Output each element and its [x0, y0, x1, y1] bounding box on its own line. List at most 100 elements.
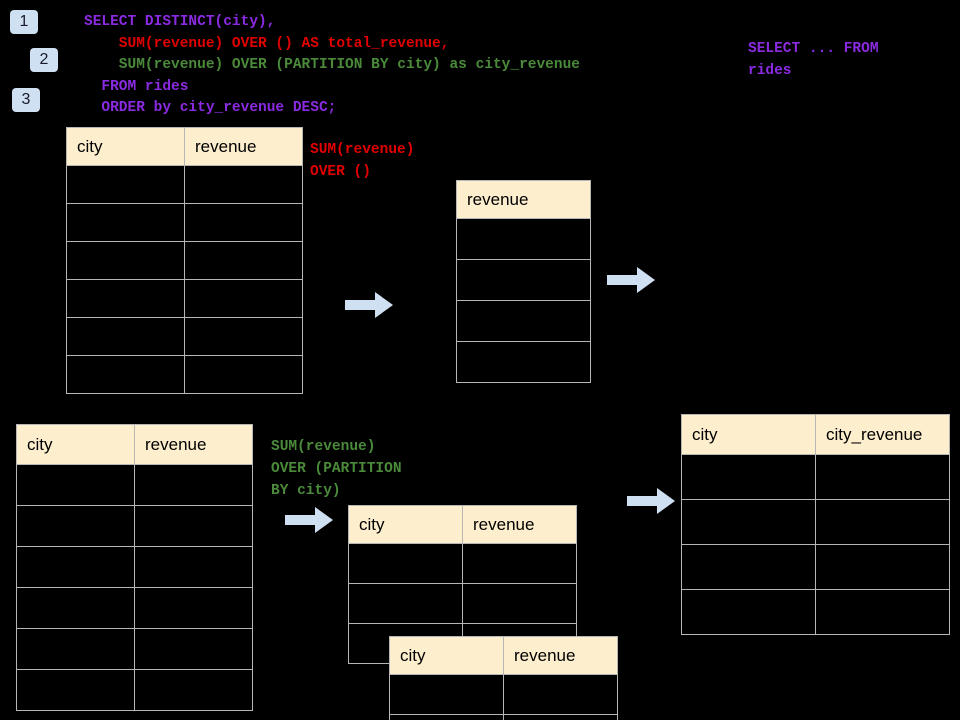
- table-cell-empty: [681, 544, 816, 590]
- table-row: [66, 203, 303, 242]
- table-row: [16, 628, 253, 670]
- sum-over-empty-note-line-1: SUM(revenue): [310, 142, 415, 158]
- arrow-partition-to-result: [627, 488, 675, 514]
- table-cell-empty: [456, 259, 591, 301]
- table-row: [16, 669, 253, 711]
- sql-line-2: SUM(revenue) OVER () AS total_revenue,: [84, 35, 450, 52]
- table-cell-empty: [66, 317, 185, 356]
- table-cell-empty: [503, 714, 618, 720]
- table-cell-empty: [66, 279, 185, 318]
- column-header: revenue: [184, 127, 303, 166]
- column-header: revenue: [462, 505, 577, 544]
- step-badge-label: 1: [19, 13, 29, 30]
- step-badge-label: 3: [21, 91, 31, 108]
- column-header: city: [389, 636, 504, 675]
- table-row: [389, 714, 618, 720]
- table-row: [456, 218, 591, 260]
- column-header: city_revenue: [815, 414, 950, 455]
- column-header: revenue: [134, 424, 253, 465]
- table-row: [66, 355, 303, 394]
- table-cell-empty: [184, 279, 303, 318]
- table-cell-empty: [348, 543, 463, 584]
- table-cell-empty: [66, 165, 185, 204]
- sql-query-block: SELECT DISTINCT(city), SUM(revenue) OVER…: [84, 12, 580, 120]
- sum-over-partition-note-line-1: SUM(revenue): [271, 439, 376, 455]
- table-cell-empty: [16, 464, 135, 506]
- table-cell-empty: [66, 241, 185, 280]
- sum-over-empty-note-line-2: OVER (): [310, 164, 371, 180]
- table-cell-empty: [462, 583, 577, 624]
- select-from-rides-note-line-1: SELECT ... FROM: [748, 41, 879, 57]
- sum-over-empty-note: SUM(revenue) OVER (): [310, 139, 414, 183]
- table-row: [66, 279, 303, 318]
- step-badge-2: 2: [30, 48, 58, 72]
- arrow-source-to-total: [345, 292, 393, 318]
- sql-line-5: ORDER by city_revenue DESC;: [84, 100, 337, 116]
- table-row: [66, 165, 303, 204]
- table-row: [16, 587, 253, 629]
- table-row: [348, 543, 577, 584]
- column-header: city: [348, 505, 463, 544]
- table-row: [681, 454, 950, 500]
- table-row: [16, 505, 253, 547]
- table-header-row: revenue: [456, 180, 591, 219]
- table-cell-empty: [815, 454, 950, 500]
- table-cell-empty: [134, 628, 253, 670]
- table-row: [66, 241, 303, 280]
- table-cell-empty: [681, 454, 816, 500]
- table-cell-empty: [456, 218, 591, 260]
- table-cell-empty: [16, 505, 135, 547]
- table-cell-empty: [134, 587, 253, 629]
- table-cell-empty: [134, 505, 253, 547]
- table-cell-empty: [184, 165, 303, 204]
- table-row: [456, 300, 591, 342]
- table-row: [348, 583, 577, 624]
- step-badge-label: 2: [39, 51, 49, 68]
- table-cell-empty: [134, 546, 253, 588]
- arrow-source-to-partition: [285, 507, 333, 533]
- table-cell-empty: [348, 583, 463, 624]
- sql-line-1: SELECT DISTINCT(city),: [84, 14, 276, 30]
- table-cell-empty: [16, 628, 135, 670]
- sql-line-3: SUM(revenue) OVER (PARTITION BY city) as…: [84, 57, 580, 73]
- table-row: [16, 464, 253, 506]
- table-cell-empty: [134, 669, 253, 711]
- table-row: [681, 589, 950, 635]
- column-header: city: [16, 424, 135, 465]
- table-cell-empty: [815, 544, 950, 590]
- table-cell-empty: [134, 464, 253, 506]
- table-row: [66, 317, 303, 356]
- table-row: [681, 499, 950, 545]
- total-revenue-table: revenue: [456, 180, 591, 383]
- arrow-total-to-result: [607, 267, 655, 293]
- step-badge-3: 3: [12, 88, 40, 112]
- table-row: [16, 546, 253, 588]
- column-header: revenue: [503, 636, 618, 675]
- table-cell-empty: [681, 499, 816, 545]
- table-cell-empty: [462, 543, 577, 584]
- table-cell-empty: [456, 300, 591, 342]
- table-cell-empty: [184, 355, 303, 394]
- table-cell-empty: [681, 589, 816, 635]
- table-cell-empty: [184, 241, 303, 280]
- table-row: [681, 544, 950, 590]
- sql-line-4: FROM rides: [84, 78, 189, 95]
- table-row: [456, 259, 591, 301]
- column-header: revenue: [456, 180, 591, 219]
- table-cell-empty: [66, 203, 185, 242]
- table-cell-empty: [389, 674, 504, 715]
- table-cell-empty: [16, 546, 135, 588]
- table-cell-empty: [66, 355, 185, 394]
